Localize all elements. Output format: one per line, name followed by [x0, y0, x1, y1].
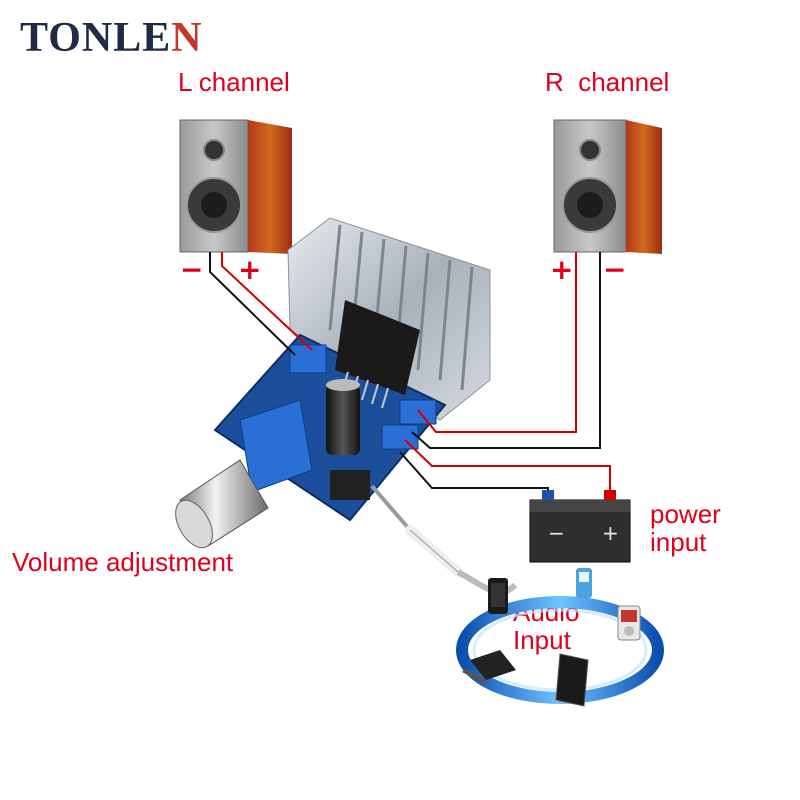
tablet-icon [555, 653, 589, 707]
ipod-icon [617, 605, 641, 641]
battery: − + [529, 490, 631, 563]
right-speaker [553, 119, 662, 254]
brand-logo: TONLEN [20, 14, 203, 62]
battery-plus-terminal [604, 490, 616, 500]
power-input-label-line1: power [650, 499, 721, 529]
right-channel-label: R channel [545, 67, 670, 97]
music-player-icon [576, 568, 592, 598]
phone-icon [488, 578, 508, 614]
power-terminal [381, 424, 419, 450]
power-input-label-line2: input [650, 527, 707, 557]
battery-minus-sign: − [548, 521, 565, 545]
brand-name-last: N [171, 15, 203, 61]
left-speaker-wires [209, 252, 313, 356]
right-tweeter [579, 139, 601, 161]
volume-knob [175, 399, 313, 549]
right-speaker-wires [411, 252, 601, 449]
right-minus-sign: − [603, 253, 627, 286]
left-tweeter [203, 139, 225, 161]
right-plus-sign: + [550, 253, 574, 286]
laptop-icon [462, 650, 516, 684]
power-wires [399, 439, 611, 490]
amplifier-board [213, 300, 447, 522]
left-minus-sign: − [180, 253, 204, 286]
volume-adjustment-label: Volume adjustment [12, 547, 234, 577]
battery-plus-sign: + [602, 521, 619, 545]
left-output-terminal [289, 344, 327, 374]
audio-jack [330, 470, 370, 500]
battery-minus-terminal [542, 490, 554, 500]
audio-cable [370, 484, 518, 596]
brand-name-main: TONLE [20, 15, 172, 61]
audio-input-label-line2: Input [513, 625, 571, 655]
amplifier-chip [335, 300, 420, 395]
left-channel-label: L channel [178, 67, 290, 97]
left-speaker [179, 119, 292, 254]
right-output-terminal [399, 399, 437, 425]
capacitor [326, 385, 360, 455]
left-plus-sign: + [238, 253, 262, 286]
